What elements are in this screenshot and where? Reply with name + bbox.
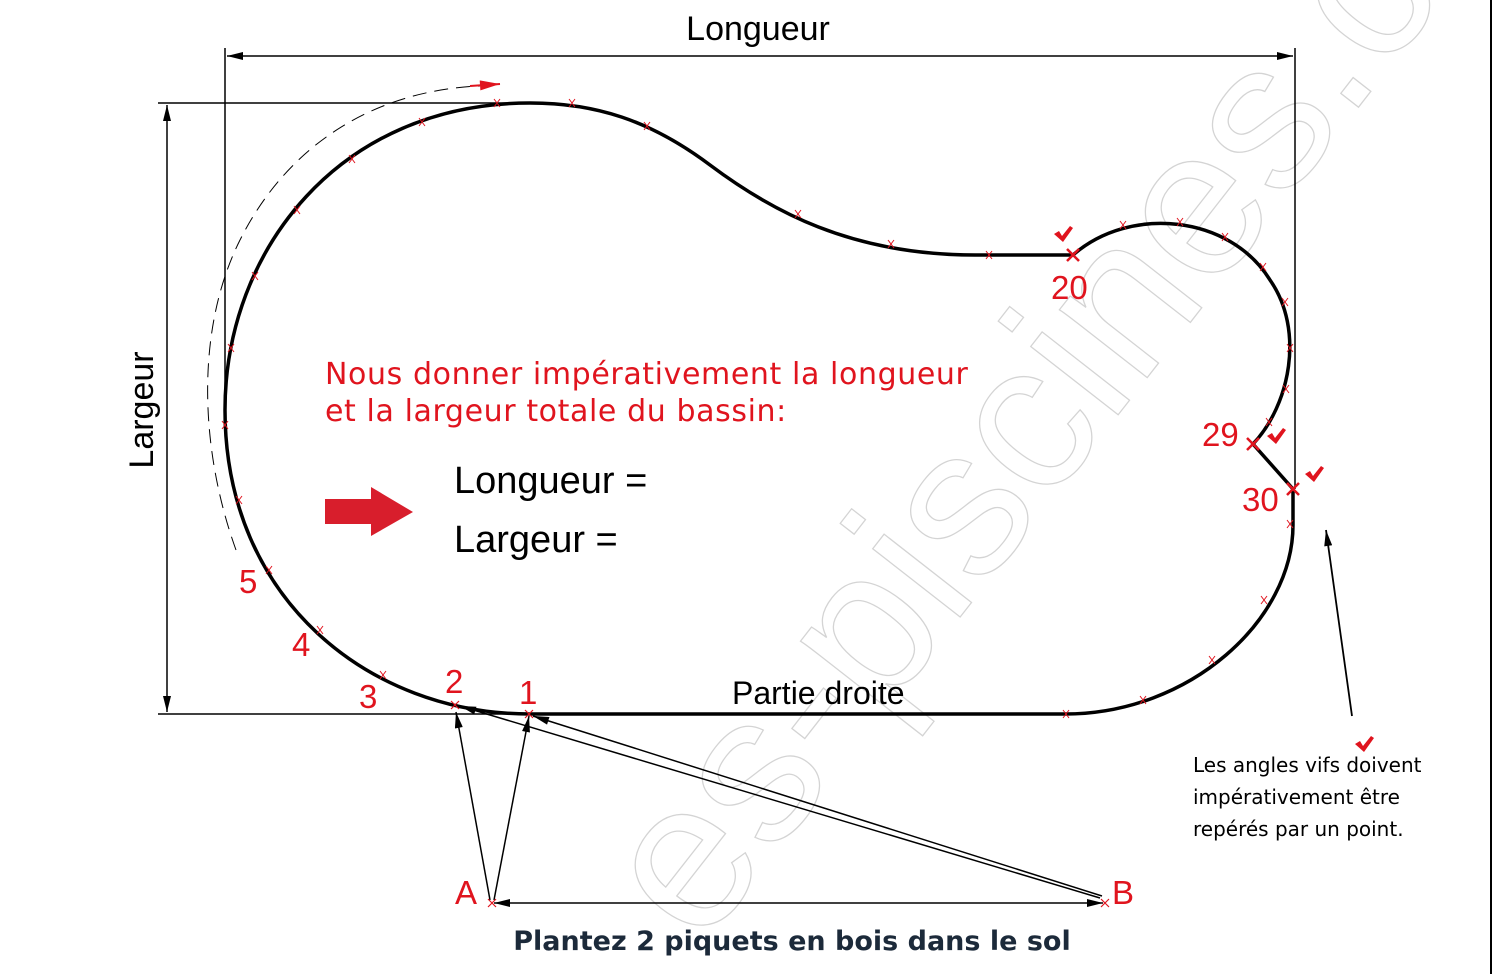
red-arrow-icon: [325, 487, 413, 536]
point-20-label: 20: [1051, 269, 1088, 306]
stake-lines: [454, 705, 1103, 907]
instruction-line2: et la largeur totale du bassin:: [325, 394, 787, 429]
direction-arrow-icon: [469, 80, 501, 91]
length-label: Longueur: [686, 10, 830, 48]
point-1-label: 1: [519, 674, 537, 711]
check-icon: [1054, 226, 1374, 752]
stake-b-label: B: [1112, 874, 1134, 911]
point-3-label: 3: [359, 678, 377, 715]
width-field-label: Largeur =: [454, 519, 618, 561]
stake-markers: [450, 700, 1110, 908]
note-line3: repérés par un point.: [1193, 817, 1404, 841]
width-label: Largeur: [123, 351, 161, 468]
straight-part-label: Partie droite: [732, 675, 905, 711]
point-4-label: 4: [292, 626, 310, 663]
instruction-line1: Nous donner impérativement la longueur: [325, 357, 968, 392]
point-2-label: 2: [445, 663, 463, 700]
corner-markers: [1066, 248, 1300, 496]
note-arrow: [1324, 529, 1353, 717]
length-dimension: [224, 48, 1296, 489]
survey-ticks: [221, 98, 1294, 719]
point-30-label: 30: [1242, 481, 1279, 518]
stakes-caption: Plantez 2 piquets en bois dans le sol: [513, 926, 1070, 957]
point-5-label: 5: [239, 563, 257, 600]
point-29-label: 29: [1202, 416, 1239, 453]
length-field-label: Longueur =: [454, 460, 647, 502]
stake-a-label: A: [455, 874, 477, 911]
measure-direction-arc: [207, 85, 481, 551]
note-line1: Les angles vifs doivent: [1193, 753, 1422, 777]
note-line2: impérativement être: [1193, 785, 1400, 809]
